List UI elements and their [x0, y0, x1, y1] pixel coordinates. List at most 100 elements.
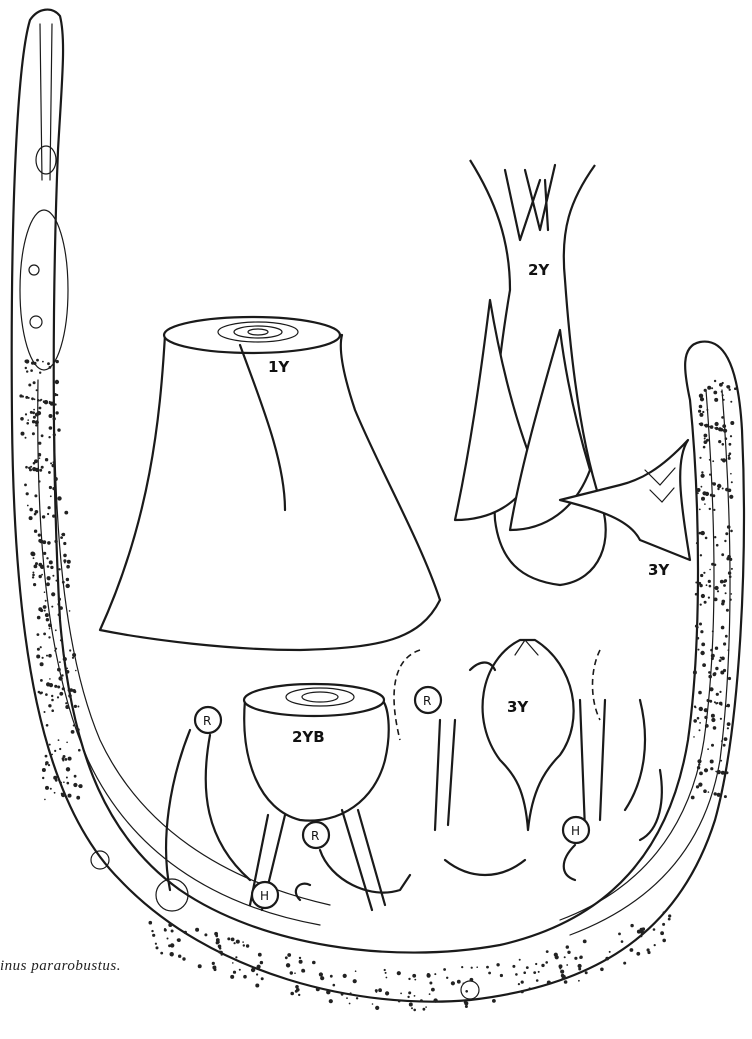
granule [71, 730, 75, 734]
granule [33, 416, 36, 419]
granule [231, 938, 235, 942]
granule [36, 389, 38, 391]
granule [713, 726, 717, 730]
granule [30, 369, 33, 372]
granule [48, 654, 52, 658]
granule [701, 643, 705, 647]
granule [46, 582, 50, 586]
granule [35, 424, 37, 426]
granule [704, 503, 706, 505]
granule [398, 1000, 401, 1003]
granule [44, 400, 48, 404]
granule [30, 466, 32, 468]
marker-r-1: R [195, 707, 221, 733]
granule [27, 419, 29, 421]
granule [717, 590, 719, 592]
granule [699, 707, 703, 711]
granule [698, 763, 700, 765]
granule [397, 971, 401, 975]
granule [446, 977, 448, 979]
figure-caption: inus pararobustus. [0, 958, 121, 975]
granule [63, 554, 67, 558]
granule [59, 606, 63, 610]
granule [723, 399, 725, 401]
granule [32, 432, 35, 435]
granule [385, 991, 389, 995]
granule [41, 574, 43, 576]
granule [294, 972, 296, 974]
granule [723, 744, 726, 747]
granule [699, 457, 701, 459]
granule [78, 785, 80, 787]
granule [375, 1006, 379, 1010]
granule [221, 953, 223, 955]
granule [701, 594, 705, 598]
granule [75, 670, 77, 672]
granule [701, 474, 705, 478]
granule [62, 533, 66, 537]
granule [343, 974, 347, 978]
granule [726, 765, 728, 767]
granule [77, 706, 79, 708]
svg-text:H: H [571, 824, 580, 838]
granule [720, 718, 722, 720]
granule [290, 992, 294, 996]
granule [700, 554, 702, 556]
granule [701, 497, 705, 501]
granule [21, 432, 25, 436]
granule [723, 669, 726, 672]
granule [72, 657, 74, 659]
granule [408, 991, 411, 994]
granule [54, 685, 57, 688]
granule [500, 974, 503, 977]
granule [710, 494, 713, 497]
granule [560, 970, 562, 972]
granule [49, 426, 53, 430]
granule [712, 482, 714, 484]
granule [546, 950, 549, 953]
granule [724, 737, 728, 741]
granule [51, 606, 53, 608]
granule [42, 768, 46, 772]
granule [48, 506, 51, 509]
granule [51, 695, 53, 697]
granule [66, 578, 69, 581]
granule [668, 914, 671, 917]
granule [704, 768, 708, 772]
granule [299, 957, 301, 959]
granule [33, 381, 36, 384]
granule [329, 999, 333, 1003]
granule [286, 963, 290, 967]
granule [714, 536, 716, 538]
granule [701, 531, 705, 535]
granule [721, 740, 723, 742]
granule [723, 642, 726, 645]
granule [62, 581, 65, 584]
granule [700, 604, 702, 606]
granule [716, 544, 719, 547]
granule [722, 626, 724, 628]
granule [724, 540, 726, 542]
granule [727, 727, 729, 729]
granule [698, 783, 702, 787]
granule [42, 777, 44, 779]
granule [57, 686, 60, 689]
granule [711, 654, 715, 658]
granule [47, 362, 50, 365]
granule [45, 458, 48, 461]
granule [693, 736, 695, 738]
granule [27, 505, 29, 507]
granule [76, 796, 80, 800]
granule [718, 440, 721, 443]
granule [44, 799, 46, 801]
granule [35, 562, 38, 565]
granule [341, 993, 344, 996]
granule [32, 574, 35, 577]
granule [171, 930, 174, 933]
granule [730, 530, 733, 533]
granule [729, 495, 733, 499]
granule [699, 722, 701, 724]
granule [168, 944, 171, 947]
granule [353, 979, 357, 983]
granule [25, 367, 27, 369]
